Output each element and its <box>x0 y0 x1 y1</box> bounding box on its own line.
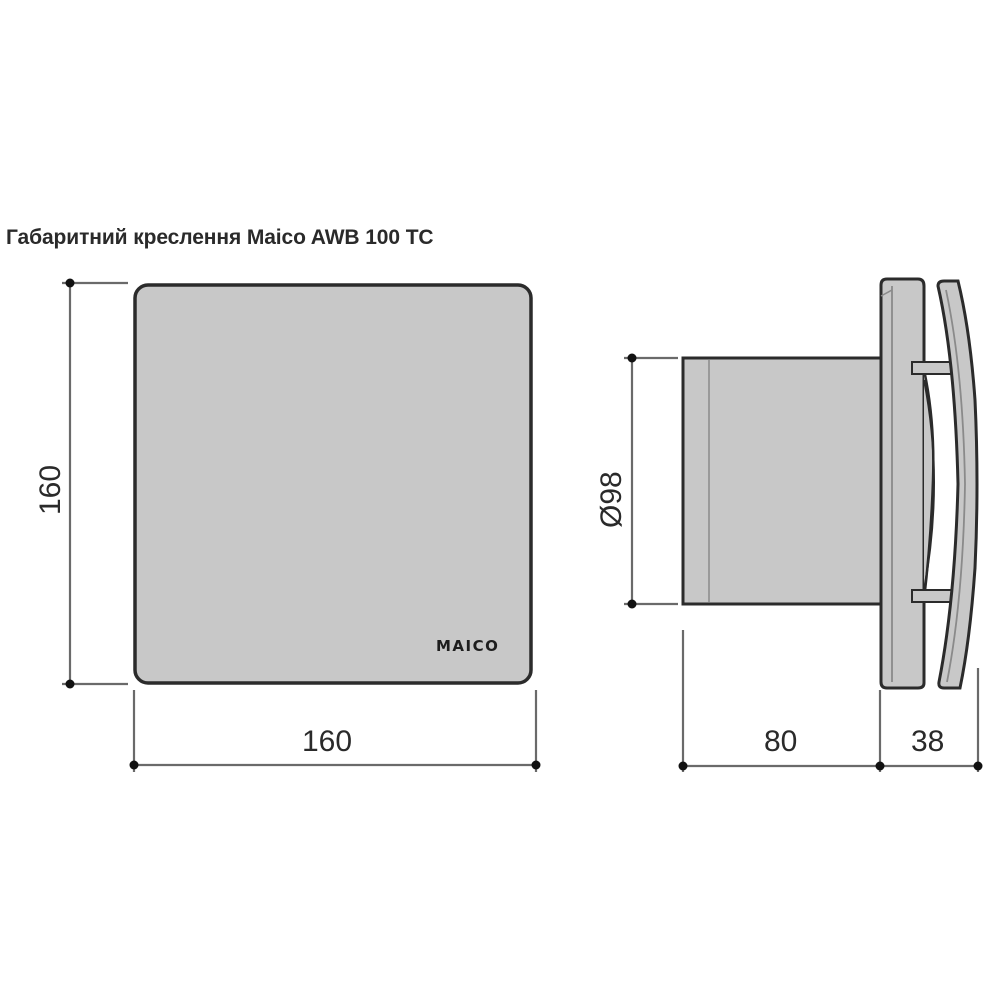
brand-label: MAICO <box>436 637 499 655</box>
front-cover <box>936 279 979 690</box>
mounting-flange <box>879 277 926 690</box>
diameter-dimension <box>624 356 678 606</box>
pin-bottom <box>911 589 953 603</box>
front-panel <box>133 283 533 685</box>
tube-length-dim-label: 80 <box>764 725 797 758</box>
width-dim-label: 160 <box>302 725 352 758</box>
width-dimension <box>132 690 538 772</box>
cover-depth-dim-label: 38 <box>911 725 944 758</box>
duct-tube <box>681 356 885 606</box>
diameter-dim-label: Ø98 <box>595 471 628 528</box>
depth-dimension <box>681 630 980 772</box>
height-dim-label: 160 <box>34 465 67 515</box>
pin-top <box>911 361 953 375</box>
side-view: Ø98 80 38 <box>595 277 983 772</box>
drawing-title: Габаритний креслення Maico AWB 100 TC <box>6 226 434 249</box>
height-dimension <box>62 281 128 686</box>
front-view: MAICO 160 160 <box>34 278 541 772</box>
